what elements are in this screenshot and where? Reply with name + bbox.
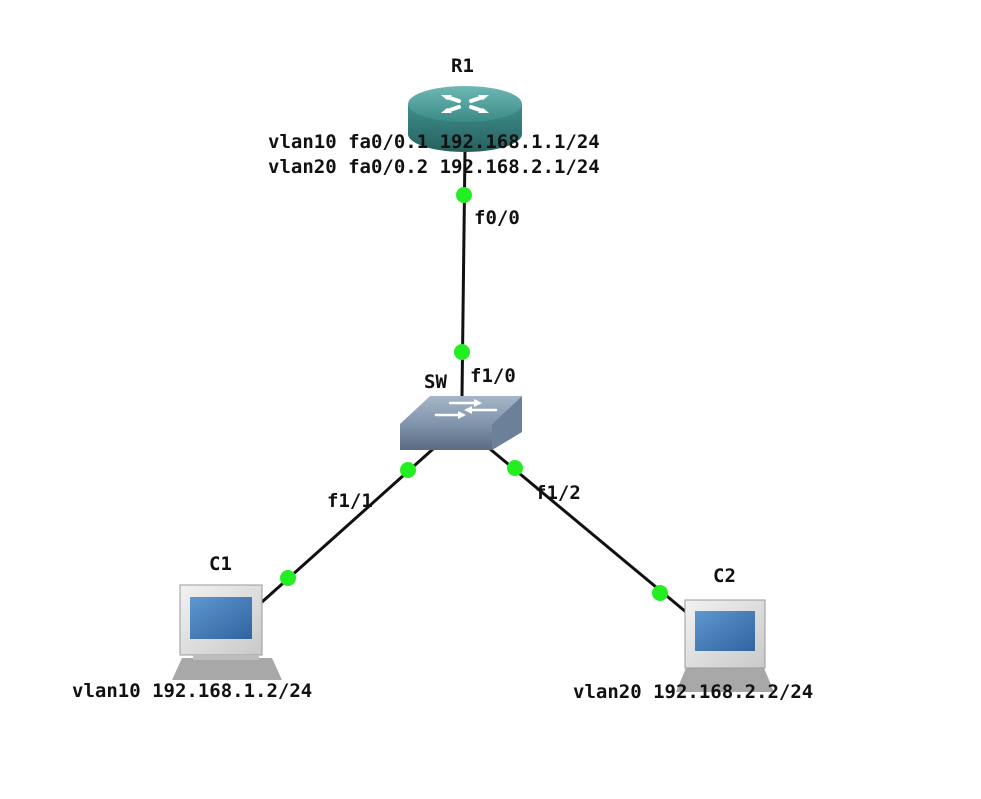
link-sw-c2[interactable] [489, 447, 687, 614]
router-subinterface-2: vlan20 fa0/0.2 192.168.2.1/24 [268, 156, 600, 178]
pc-icon[interactable] [172, 584, 282, 680]
router-icon[interactable] [408, 86, 522, 152]
port-label-sw-f1-1: f1/1 [327, 490, 373, 512]
port-indicators [280, 187, 668, 601]
port-status-dot [454, 344, 470, 360]
pc-icon[interactable] [676, 599, 774, 692]
pc2-address: vlan20 192.168.2.2/24 [573, 681, 813, 703]
port-status-dot [507, 460, 523, 476]
switch-icon[interactable] [400, 396, 522, 450]
switch-name: SW [424, 371, 447, 393]
router-subinterface-1: vlan10 fa0/0.1 192.168.1.1/24 [268, 131, 600, 153]
pc1-address: vlan10 192.168.1.2/24 [72, 680, 312, 702]
port-label-sw-f1-0: f1/0 [470, 365, 516, 387]
port-status-dot [652, 585, 668, 601]
router-name: R1 [451, 55, 474, 77]
port-label-sw-f1-2: f1/2 [535, 482, 581, 504]
pc1-name: C1 [209, 553, 232, 575]
port-status-dot [280, 570, 296, 586]
pc2-name: C2 [713, 565, 736, 587]
port-label-r1-f0-0: f0/0 [474, 207, 520, 229]
port-status-dot [400, 462, 416, 478]
port-status-dot [456, 187, 472, 203]
